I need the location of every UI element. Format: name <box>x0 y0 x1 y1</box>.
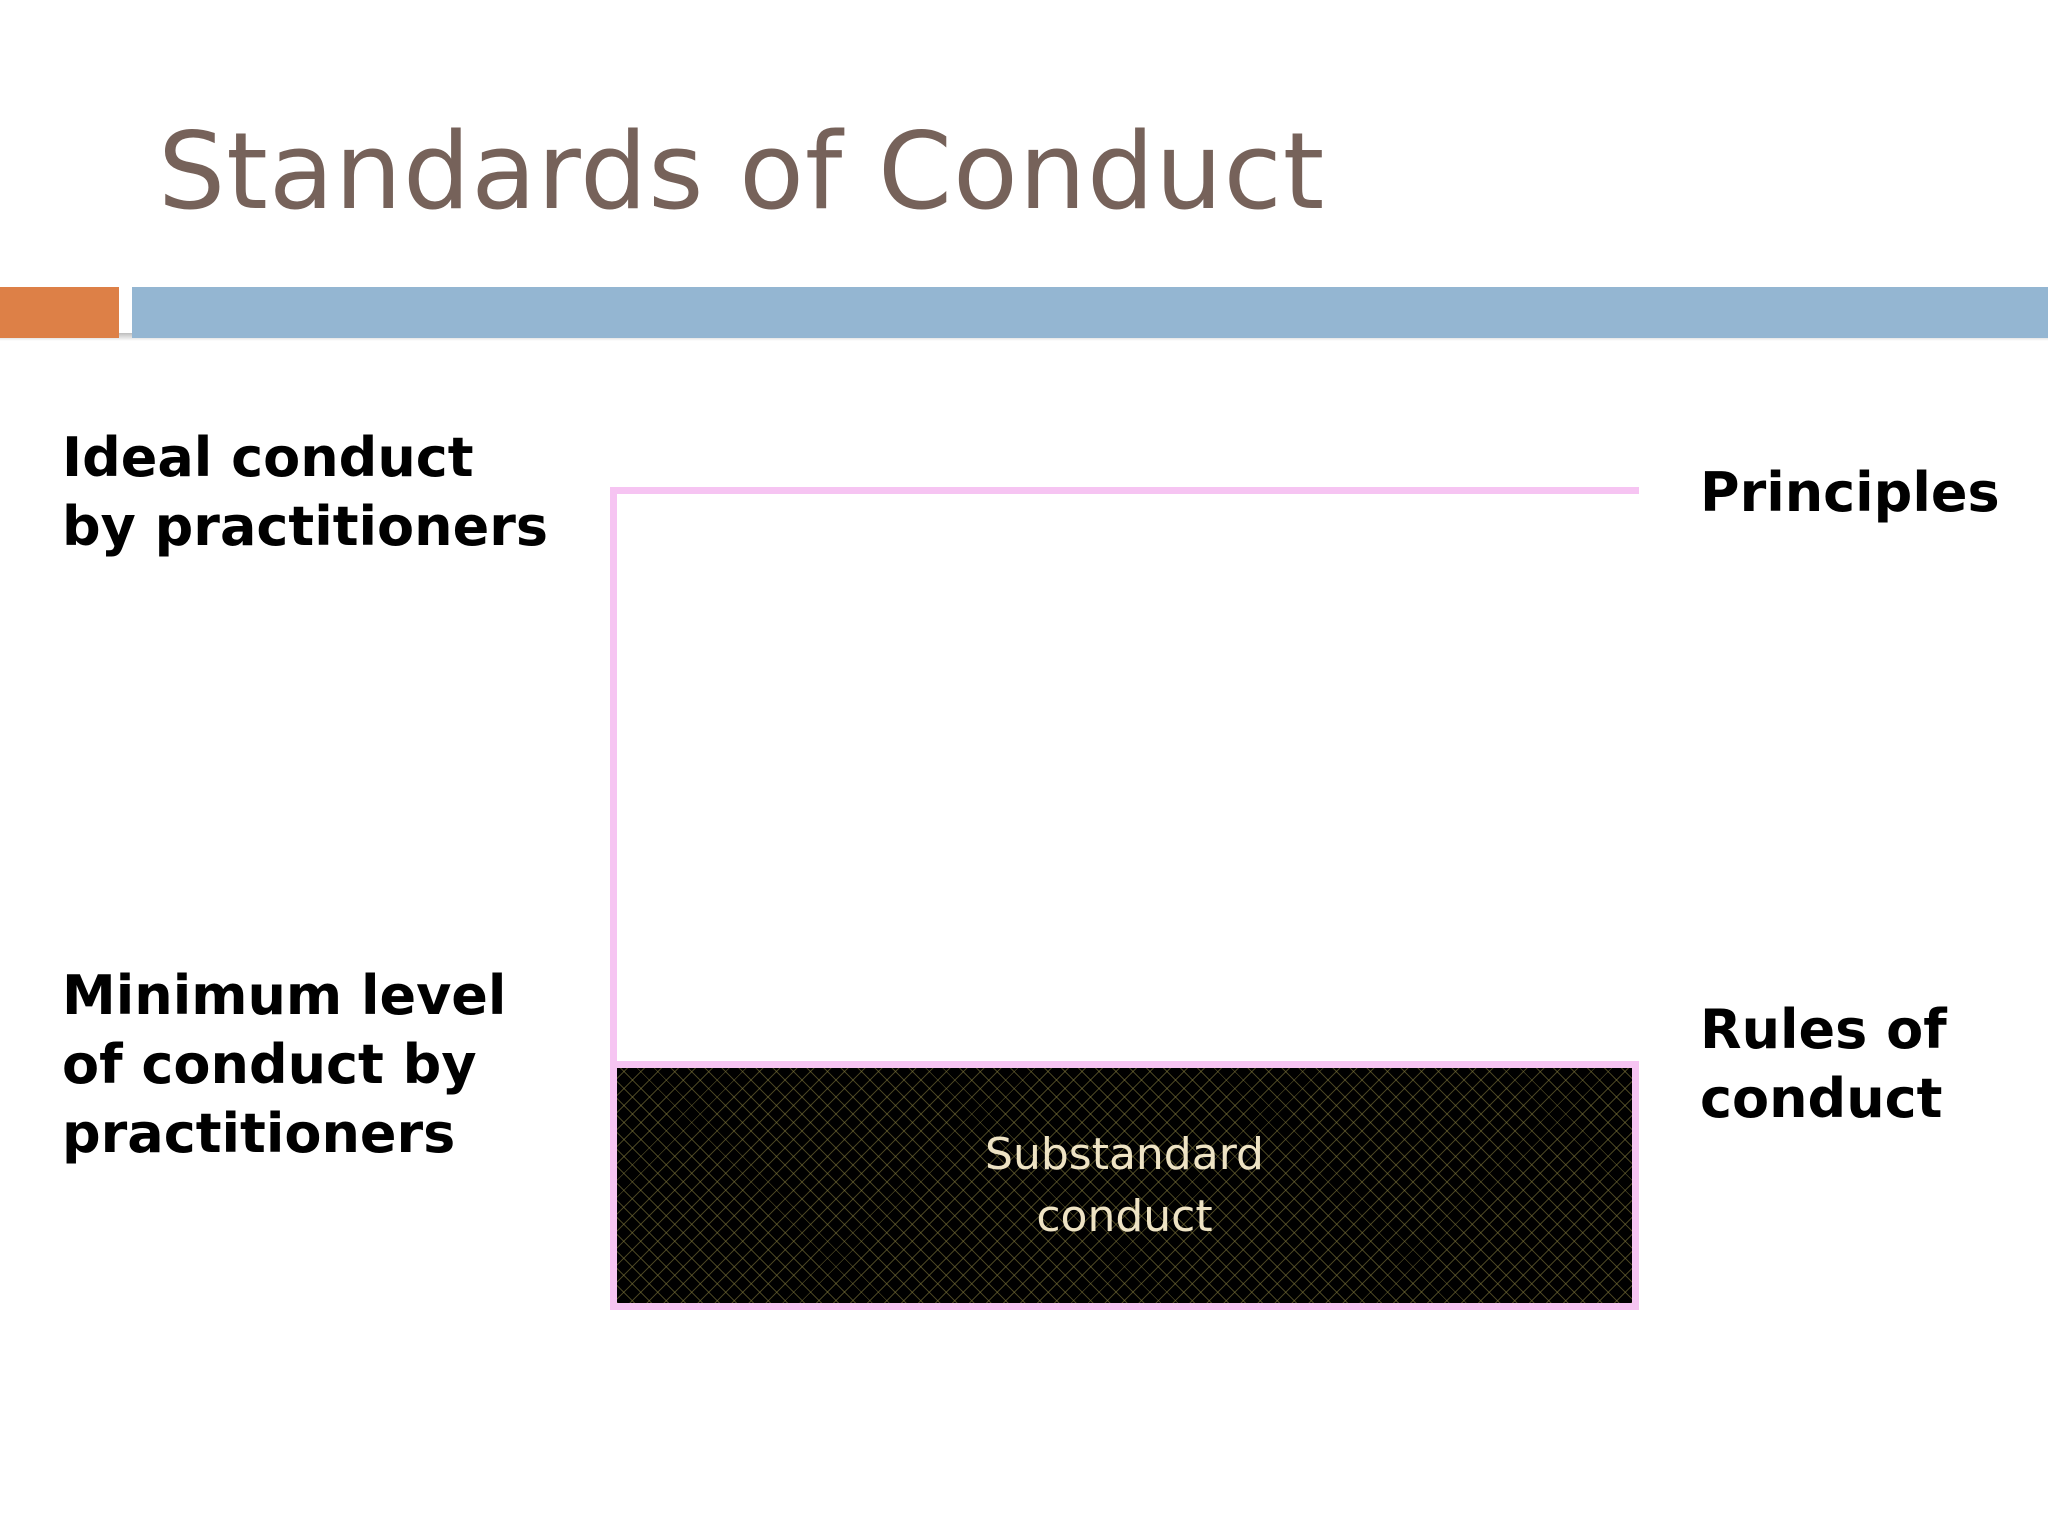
label-minimum-line-1: Minimum level <box>62 964 507 1027</box>
label-rules-line-2: conduct <box>1700 1067 1943 1130</box>
label-ideal-line-2: by practitioners <box>62 495 548 558</box>
principles-level-line <box>610 487 1639 494</box>
label-ideal-conduct: Ideal conduct by practitioners <box>62 423 548 561</box>
substandard-line-1: Substandard <box>985 1128 1264 1180</box>
label-principles-line-1: Principles <box>1700 461 2000 524</box>
label-rules-of-conduct: Rules of conduct <box>1700 995 1947 1133</box>
label-minimum-conduct: Minimum level of conduct by practitioner… <box>62 961 506 1168</box>
substandard-conduct-label: Substandard conduct <box>985 1124 1264 1248</box>
title-bar-accent <box>0 287 119 338</box>
vertical-axis-line <box>610 487 617 1064</box>
label-ideal-line-1: Ideal conduct <box>62 426 474 489</box>
title-bar-main <box>132 287 2048 338</box>
label-minimum-line-2: of conduct by <box>62 1033 477 1096</box>
label-principles: Principles <box>1700 458 2000 527</box>
slide-title: Standards of Conduct <box>158 110 1326 233</box>
label-rules-line-1: Rules of <box>1700 998 1947 1061</box>
label-minimum-line-3: practitioners <box>62 1102 456 1165</box>
substandard-line-2: conduct <box>1036 1190 1213 1242</box>
substandard-conduct-box: Substandard conduct <box>610 1061 1639 1310</box>
